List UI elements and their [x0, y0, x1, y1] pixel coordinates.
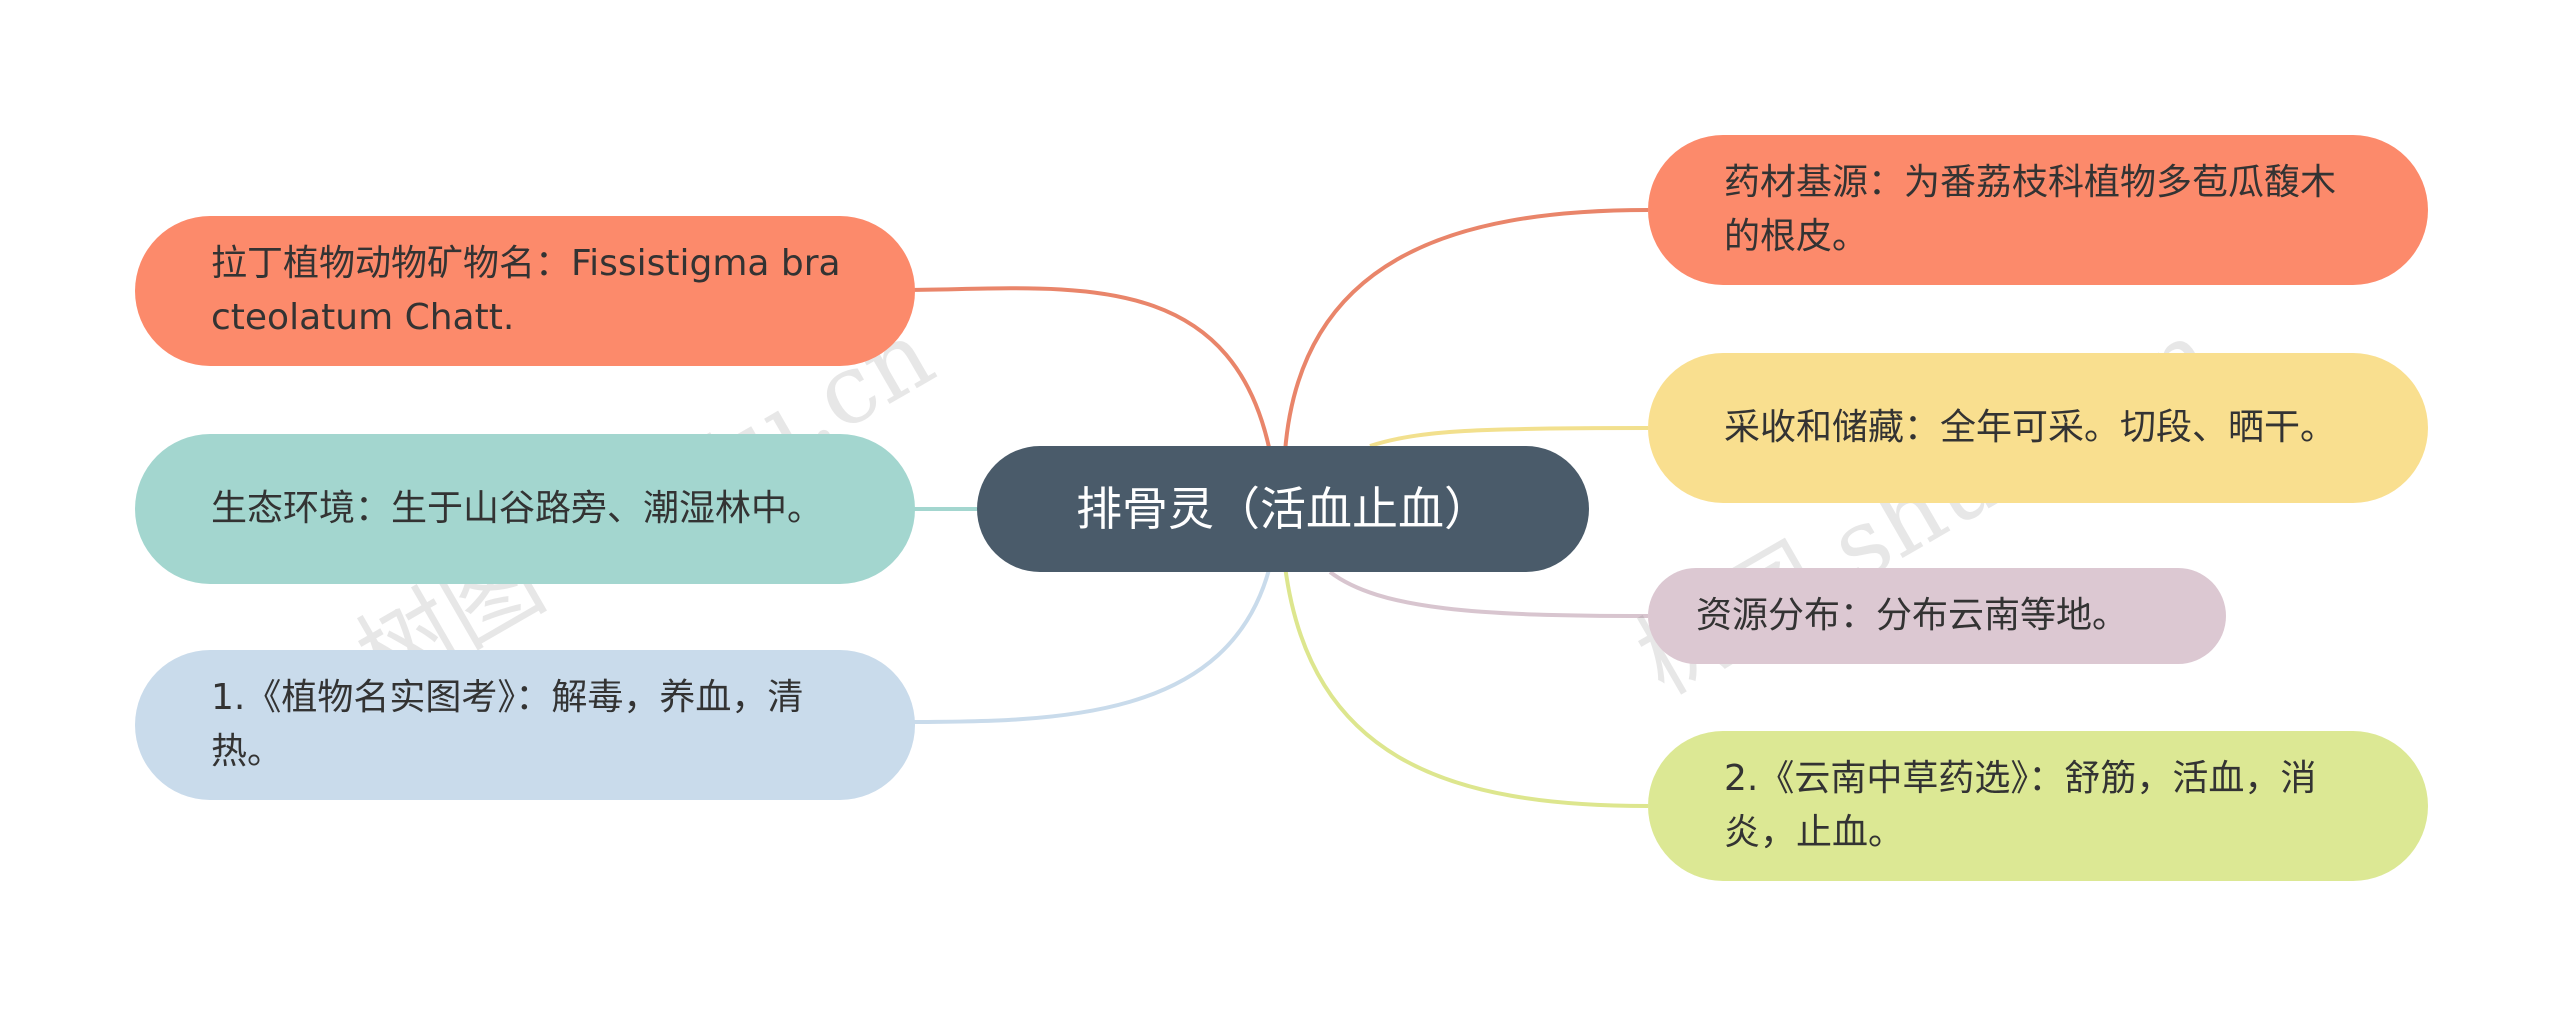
branch-label: 资源分布：分布云南等地。 — [1696, 595, 2129, 636]
branch-harvest-storage[interactable]: 采收和储藏：全年可采。切段、晒干。 — [1648, 353, 2428, 503]
central-topic[interactable]: 排骨灵（活血止血） — [977, 446, 1589, 572]
branch-label: 2.《云南中草药选》：舒筋，活血，消炎，止血。 — [1724, 758, 2317, 853]
branch-source[interactable]: 药材基源：为番荔枝科植物多苞瓜馥木的根皮。 — [1648, 135, 2428, 285]
branch-label: 药材基源：为番荔枝科植物多苞瓜馥木的根皮。 — [1724, 162, 2337, 257]
link-right-0 — [1283, 208, 1649, 453]
link-right-1 — [1369, 426, 1649, 448]
central-topic-label: 排骨灵（活血止血） — [1076, 482, 1490, 536]
branch-ecology[interactable]: 生态环境：生于山谷路旁、潮湿林中。 — [135, 434, 915, 584]
link-left-2 — [899, 565, 1272, 724]
branch-distribution[interactable]: 资源分布：分布云南等地。 — [1648, 568, 2226, 664]
branch-label: 生态环境：生于山谷路旁、潮湿林中。 — [211, 488, 824, 529]
branch-latin-name[interactable]: 拉丁植物动物矿物名：Fissistigma bracteolatum Chatt… — [135, 216, 915, 366]
branch-yunnan-herbs[interactable]: 2.《云南中草药选》：舒筋，活血，消炎，止血。 — [1648, 731, 2428, 881]
branch-label: 拉丁植物动物矿物名：Fissistigma bracteolatum Chatt… — [211, 243, 841, 338]
link-left-0 — [899, 286, 1272, 453]
branch-label: 1.《植物名实图考》：解毒，养血，清热。 — [211, 677, 804, 772]
link-right-3 — [1283, 565, 1649, 808]
branch-label: 采收和储藏：全年可采。切段、晒干。 — [1724, 407, 2337, 448]
link-right-2 — [1328, 570, 1649, 618]
branch-zhiwu-mingshi-tukao[interactable]: 1.《植物名实图考》：解毒，养血，清热。 — [135, 650, 915, 800]
